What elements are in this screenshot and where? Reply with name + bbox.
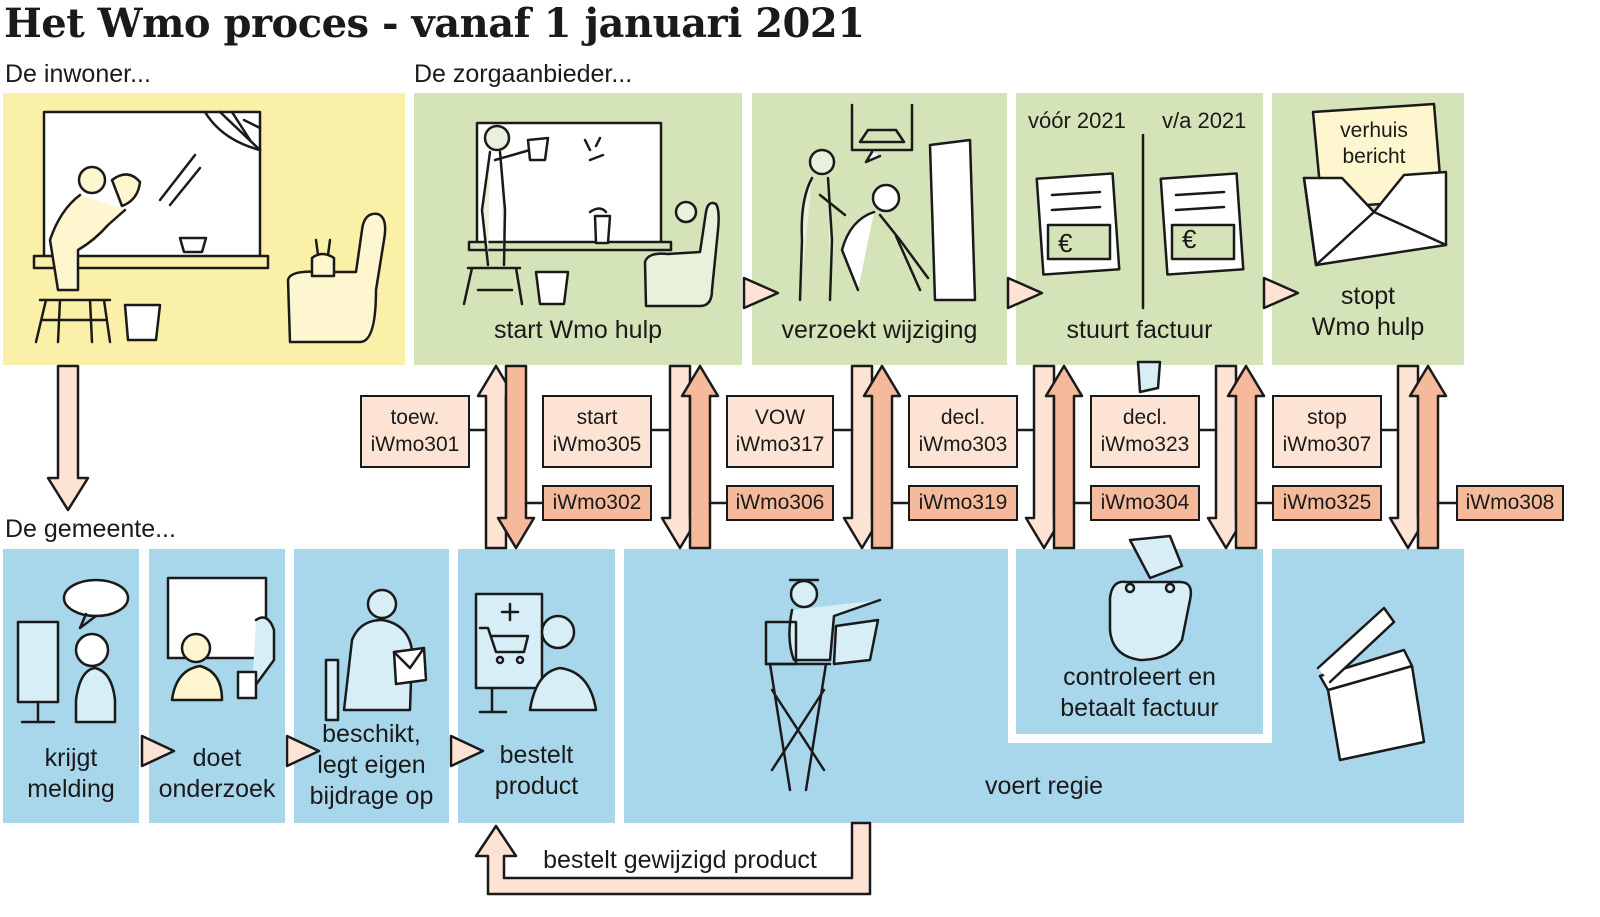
- section-label-resident: De inwoner...: [5, 60, 151, 88]
- caption-start-care: start Wmo hulp: [493, 316, 663, 344]
- message-box-return: iWmo325: [1272, 485, 1382, 521]
- message-box-out: decl. iWmo303: [908, 395, 1018, 468]
- message-box-return: iWmo308: [1456, 485, 1564, 521]
- message-box-out: start iWmo305: [542, 395, 652, 468]
- letter-label-line2: bericht: [1342, 145, 1406, 168]
- caption-decide-line3: bijdrage op: [309, 782, 434, 810]
- caption-order-line1: bestelt: [499, 741, 574, 769]
- euro-icon: €: [1058, 228, 1073, 258]
- research-illustration: [166, 576, 276, 702]
- message-code: iWmo323: [1100, 433, 1190, 456]
- message-type: decl.: [1122, 406, 1168, 429]
- decision-illustration: [324, 588, 428, 722]
- message-box-out: toew. iWmo301: [360, 395, 470, 468]
- section-label-provider: De zorgaanbieder...: [414, 60, 633, 88]
- message-type: toew.: [390, 406, 440, 429]
- envelope-illustration: [1304, 102, 1446, 265]
- caption-decide: beschikt, legt eigen bijdrage op: [294, 719, 449, 812]
- caption-research-line2: onderzoek: [158, 775, 276, 803]
- care-start-illustration: [462, 121, 720, 308]
- resident-cleaning-illustration: [32, 110, 387, 344]
- message-type: stop: [1307, 406, 1347, 429]
- caption-reorder: bestelt gewijzigd product: [543, 846, 817, 874]
- letter-label-line1: verhuis: [1340, 119, 1408, 142]
- caption-decide-line1: beschikt,: [322, 720, 421, 748]
- clapperboard-illustration: [1316, 606, 1426, 762]
- message-box-return: iWmo319: [908, 485, 1018, 521]
- section-label-municipality: De gemeente...: [5, 515, 176, 543]
- caption-pay-invoice: controleert en betaalt factuur: [1016, 662, 1263, 724]
- message-box-return: iWmo306: [726, 485, 834, 521]
- caption-receive-line2: melding: [27, 775, 115, 803]
- caption-order-line2: product: [494, 772, 579, 800]
- webshop-illustration: [474, 592, 598, 714]
- caption-stop-line1: stopt: [1340, 282, 1396, 310]
- message-type: start: [576, 406, 618, 429]
- caption-stop-line2: Wmo hulp: [1311, 313, 1425, 341]
- page-title: Het Wmo proces - vanaf 1 januari 2021: [4, 0, 865, 47]
- caption-pay-line1: controleert en: [1063, 663, 1216, 691]
- caption-receive-line1: krijgt: [44, 744, 98, 772]
- message-box-return: iWmo304: [1090, 485, 1200, 521]
- message-code: iWmo303: [918, 433, 1008, 456]
- caption-stop-care: stopt Wmo hulp: [1272, 281, 1464, 343]
- caption-order-product: bestelt product: [458, 740, 615, 802]
- change-request-illustration: [798, 103, 977, 302]
- message-type: VOW: [754, 406, 806, 429]
- euro-icon: €: [1182, 224, 1197, 254]
- call-center-illustration: [16, 578, 130, 724]
- caption-receive-report: krijgt melding: [3, 743, 139, 805]
- caption-research: doet onderzoek: [149, 743, 285, 805]
- message-code: iWmo301: [370, 433, 460, 456]
- purse-illustration: [1108, 360, 1193, 662]
- caption-direction: voert regie: [984, 772, 1104, 800]
- caption-send-invoice: stuurt factuur: [1066, 316, 1213, 344]
- message-box-out: VOW iWmo317: [726, 395, 834, 468]
- caption-decide-line2: legt eigen: [317, 751, 426, 779]
- message-type: decl.: [940, 406, 986, 429]
- message-box-out: decl. iWmo323: [1090, 395, 1200, 468]
- director-illustration: [764, 578, 882, 792]
- invoice-before-label: vóór 2021: [1028, 108, 1126, 133]
- message-box-return: iWmo302: [542, 485, 652, 521]
- letter-label: verhuis bericht: [1334, 118, 1414, 170]
- message-code: iWmo305: [552, 433, 642, 456]
- invoice-after-label: v/a 2021: [1162, 108, 1247, 133]
- caption-pay-line2: betaalt factuur: [1060, 694, 1219, 722]
- caption-change-request: verzoekt wijziging: [781, 316, 978, 344]
- invoice-illustration: [1035, 133, 1245, 310]
- caption-research-line1: doet: [192, 744, 242, 772]
- message-code: iWmo317: [735, 433, 825, 456]
- message-code: iWmo307: [1282, 433, 1372, 456]
- message-box-out: stop iWmo307: [1272, 395, 1382, 468]
